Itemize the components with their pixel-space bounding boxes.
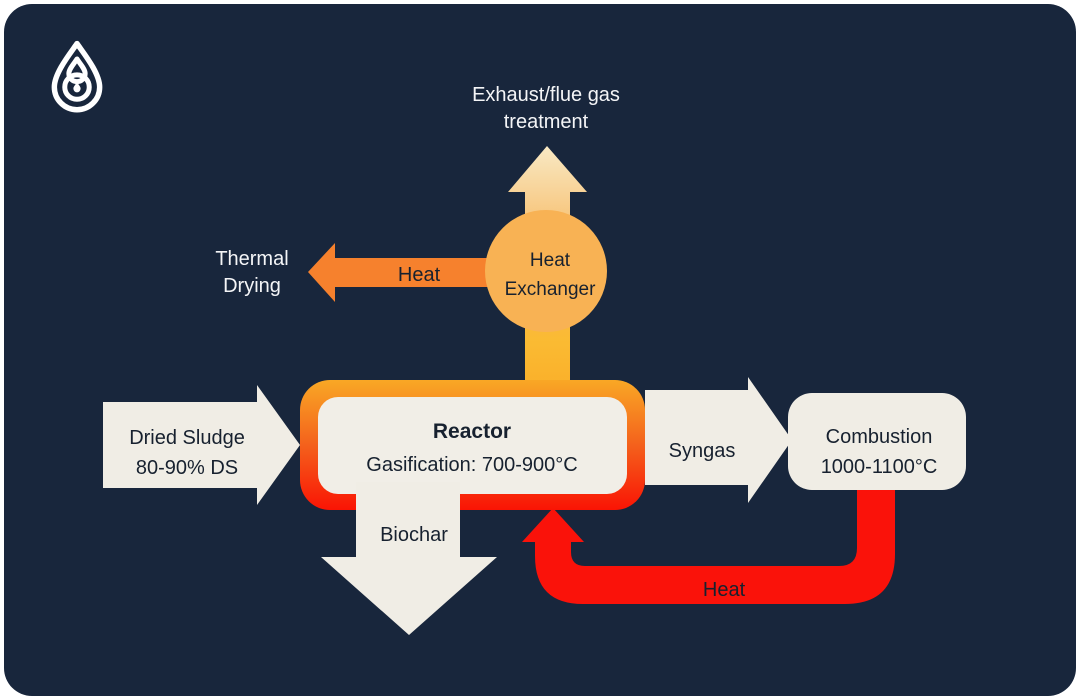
heat-exchanger-node	[485, 210, 607, 332]
heat-to-drying-label: Heat	[397, 264, 441, 286]
dried-sludge-label: Dried Sludge 80-90% DS	[129, 427, 245, 479]
biochar-label: Biochar	[380, 524, 448, 546]
combustion-label: Combustion 1000-1100°C	[820, 426, 938, 478]
combustion-node	[788, 393, 966, 490]
heat-exchanger-label: Heat Exchanger	[504, 250, 596, 300]
water-drop-logo	[48, 40, 106, 116]
exhaust-treatment-label: Exhaust/flue gas treatment	[472, 84, 620, 133]
biochar-arrow	[321, 482, 497, 635]
diagram-card: Exhaust/flue gas treatment Thermal Dryin…	[4, 4, 1076, 696]
thermal-drying-label: Thermal Drying	[215, 248, 289, 297]
syngas-label: Syngas	[668, 440, 736, 462]
water-drop-logo-icon	[51, 40, 103, 113]
dried-sludge-arrow	[103, 385, 300, 505]
reactor-subtitle: Gasification: 700-900°C	[366, 454, 578, 476]
syngas-arrow	[645, 377, 792, 503]
heat-recycle-label: Heat	[702, 579, 746, 601]
reactor-node-inner	[318, 397, 627, 494]
heat-recycle-pipe	[522, 480, 895, 604]
reactor-title: Reactor	[432, 420, 512, 443]
process-flow-diagram	[103, 146, 966, 635]
heat-to-drying-arrow	[308, 243, 496, 302]
